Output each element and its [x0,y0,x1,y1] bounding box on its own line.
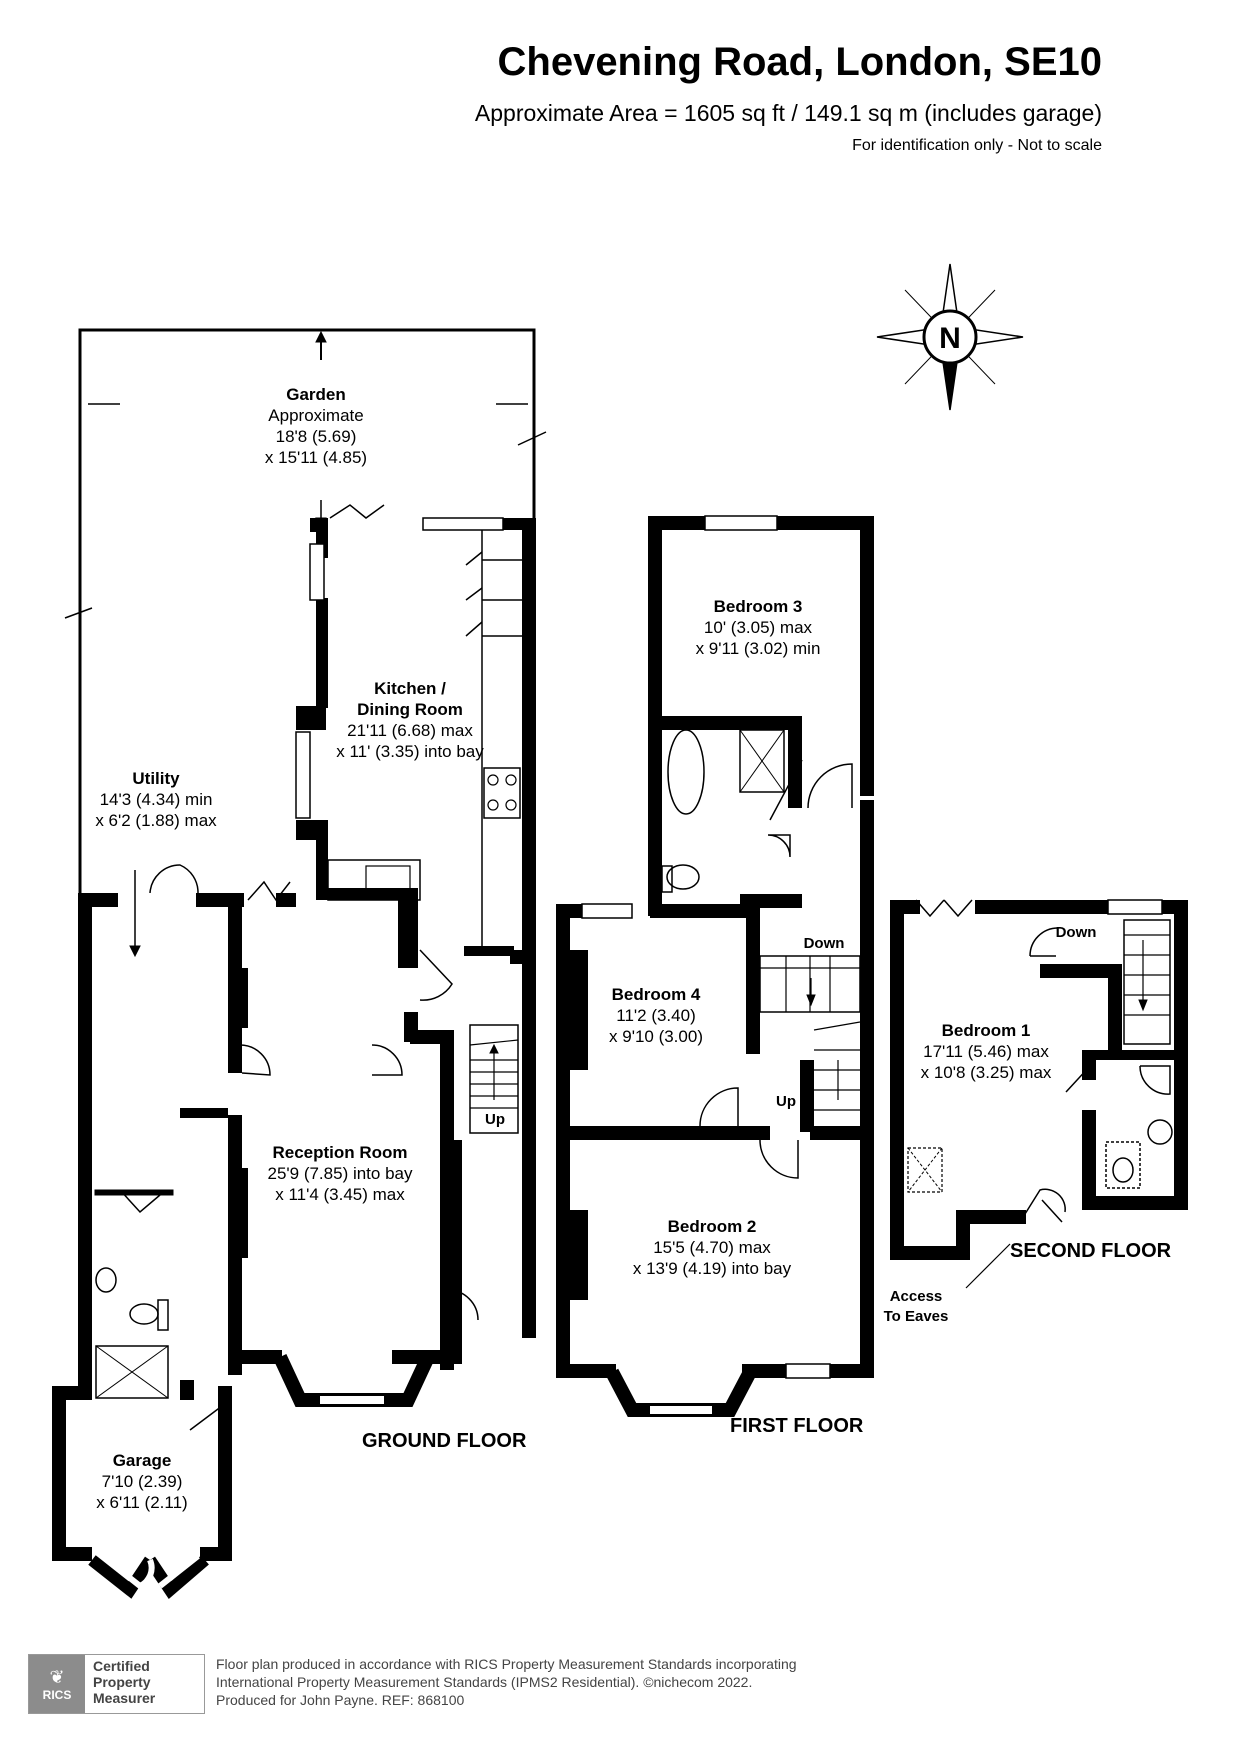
rics-logo-icon: ❦ [49,1666,65,1687]
rics-badge-text: Certified Property Measurer [85,1655,163,1713]
footer-line1: Floor plan produced in accordance with R… [216,1656,797,1672]
bedroom3-line2: x 9'11 (3.02) min [696,639,821,658]
badge-line3: Measurer [93,1690,156,1706]
bedroom3-label: Bedroom 3 [714,597,803,616]
page-title: Chevening Road, London, SE10 [497,40,1103,84]
kitchen-line1: 21'11 (6.68) max [347,721,473,740]
badge-line1: Certified [93,1658,150,1674]
eaves-line1: Access [890,1288,943,1305]
second-floor-label: SECOND FLOOR [1010,1240,1172,1262]
kitchen-line2: x 11' (3.35) into bay [336,742,484,761]
bedroom4-line1: 11'2 (3.40) [616,1006,695,1025]
area-subtitle: Approximate Area = 1605 sq ft / 149.1 sq… [474,100,1102,126]
reception-line1: 25'9 (7.85) into bay [267,1164,413,1183]
first-floor-label: FIRST FLOOR [730,1415,864,1437]
rics-logo: ❦ RICS [29,1655,85,1713]
reception-line2: x 11'4 (3.45) max [275,1185,405,1204]
ground-floor-label: GROUND FLOOR [362,1430,527,1452]
garden-line3: x 15'11 (4.85) [265,448,367,467]
bedroom1-line2: x 10'8 (3.25) max [921,1063,1052,1082]
badge-line2: Property [93,1674,151,1690]
garage-line2: x 6'11 (2.11) [96,1493,187,1512]
garden-line2: 18'8 (5.69) [276,427,357,446]
bedroom2-line1: 15'5 (4.70) max [653,1238,771,1257]
bedroom4-line2: x 9'10 (3.00) [609,1027,703,1046]
eaves-line2: To Eaves [884,1308,949,1325]
bedroom2-label: Bedroom 2 [668,1217,757,1236]
rics-badge: ❦ RICS Certified Property Measurer [28,1654,205,1714]
stairs-up-first: Up [776,1093,796,1110]
stairs-down-second: Down [1056,924,1097,941]
compass-icon: N [876,263,1024,411]
kitchen-label-1: Kitchen / [374,679,446,698]
garage-line1: 7'10 (2.39) [102,1472,183,1491]
reception-label: Reception Room [272,1143,407,1162]
compass-letter: N [939,322,961,355]
rics-logo-text: RICS [42,1687,72,1702]
garden-line1: Approximate [268,406,363,425]
first-floor-plan [556,515,874,1417]
garage-label: Garage [113,1451,172,1470]
stairs-down-first: Down [804,935,845,952]
ground-floor-plan [52,328,547,1599]
bedroom1-line1: 17'11 (5.46) max [923,1042,1049,1061]
second-floor-plan [890,899,1188,1289]
footer-line3: Produced for John Payne. REF: 868100 [216,1692,465,1708]
utility-line1: 14'3 (4.34) min [100,790,213,809]
bedroom2-line2: x 13'9 (4.19) into bay [633,1259,792,1278]
garden-label: Garden [286,385,346,404]
stairs-up-ground: Up [485,1111,505,1128]
footer-note: Floor plan produced in accordance with R… [216,1655,797,1709]
footer-line2: International Property Measurement Stand… [216,1674,753,1690]
disclaimer: For identification only - Not to scale [852,137,1102,154]
kitchen-label-2: Dining Room [357,700,463,719]
bedroom1-label: Bedroom 1 [942,1021,1031,1040]
bedroom3-line1: 10' (3.05) max [704,618,813,637]
utility-label: Utility [132,769,180,788]
utility-line2: x 6'2 (1.88) max [95,811,217,830]
bedroom4-label: Bedroom 4 [612,985,701,1004]
